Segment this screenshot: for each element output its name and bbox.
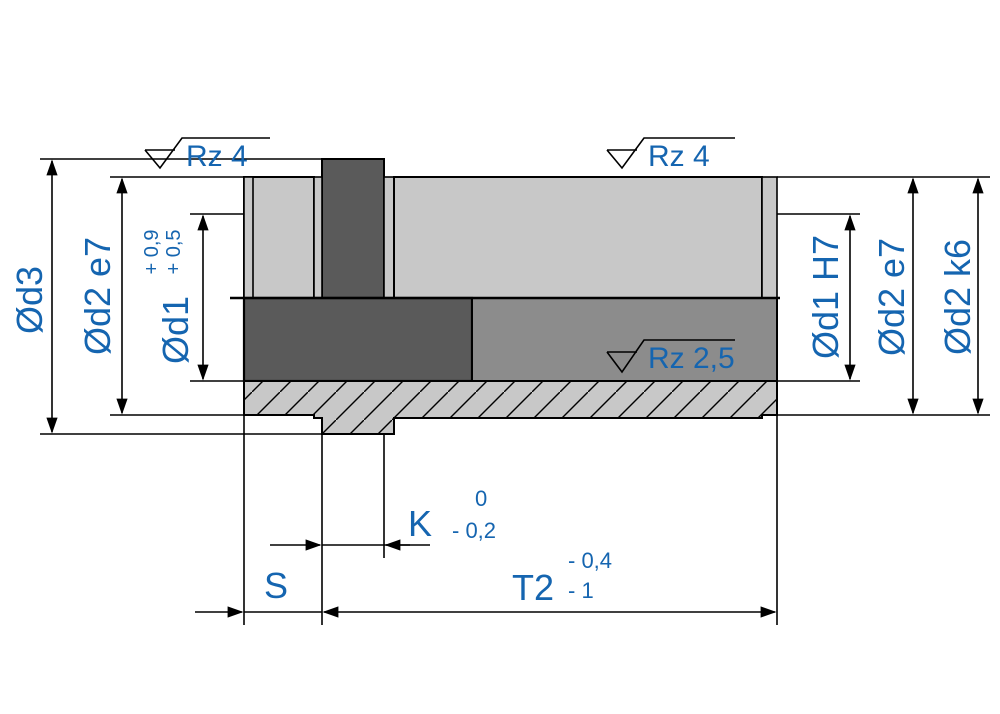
right-guide-ring-edge <box>761 176 778 299</box>
left-guide-ring-edge <box>243 176 254 299</box>
left-guide-ring <box>243 176 315 299</box>
k-label: K <box>408 503 432 544</box>
t2-tol-upper: - 0,4 <box>568 548 612 573</box>
d1-tol-lower: + 0,5 <box>163 229 185 274</box>
seal-lower-element <box>242 296 474 383</box>
seal-right-thin-gap <box>383 176 395 299</box>
d2-e7-right-label: Ød2 e7 <box>871 238 912 356</box>
roughness-left-label: Rz 4 <box>186 140 248 173</box>
right-guide-ring <box>393 176 763 299</box>
hatched-shaft <box>243 380 778 435</box>
t2-tol-lower: - 1 <box>568 578 594 603</box>
d2-k6-label: Ød2 k6 <box>937 239 978 355</box>
seal-left-thin-gap <box>313 176 323 299</box>
d1-h7-label: Ød1 H7 <box>805 235 846 359</box>
d1-left-label: Ød1 <box>155 296 196 364</box>
s-label: S <box>264 565 288 606</box>
k-tol-upper: 0 <box>475 486 487 511</box>
d3-label: Ød3 <box>9 266 50 334</box>
roughness-symbol-right: Rz 4 <box>606 137 735 173</box>
roughness-right-label: Rz 4 <box>648 140 710 173</box>
k-tol-lower: - 0,2 <box>452 518 496 543</box>
d2-e7-left-label: Ød2 e7 <box>77 237 118 355</box>
roughness-inner-label: Rz 2,5 <box>648 342 735 375</box>
t2-label: T2 <box>512 567 554 608</box>
d1-tol-upper: + 0,9 <box>141 229 163 274</box>
roughness-symbol-left: Rz 4 <box>144 137 270 173</box>
roughness-symbol-inner: Rz 2,5 <box>606 339 735 375</box>
seal-upper-element <box>321 158 385 299</box>
